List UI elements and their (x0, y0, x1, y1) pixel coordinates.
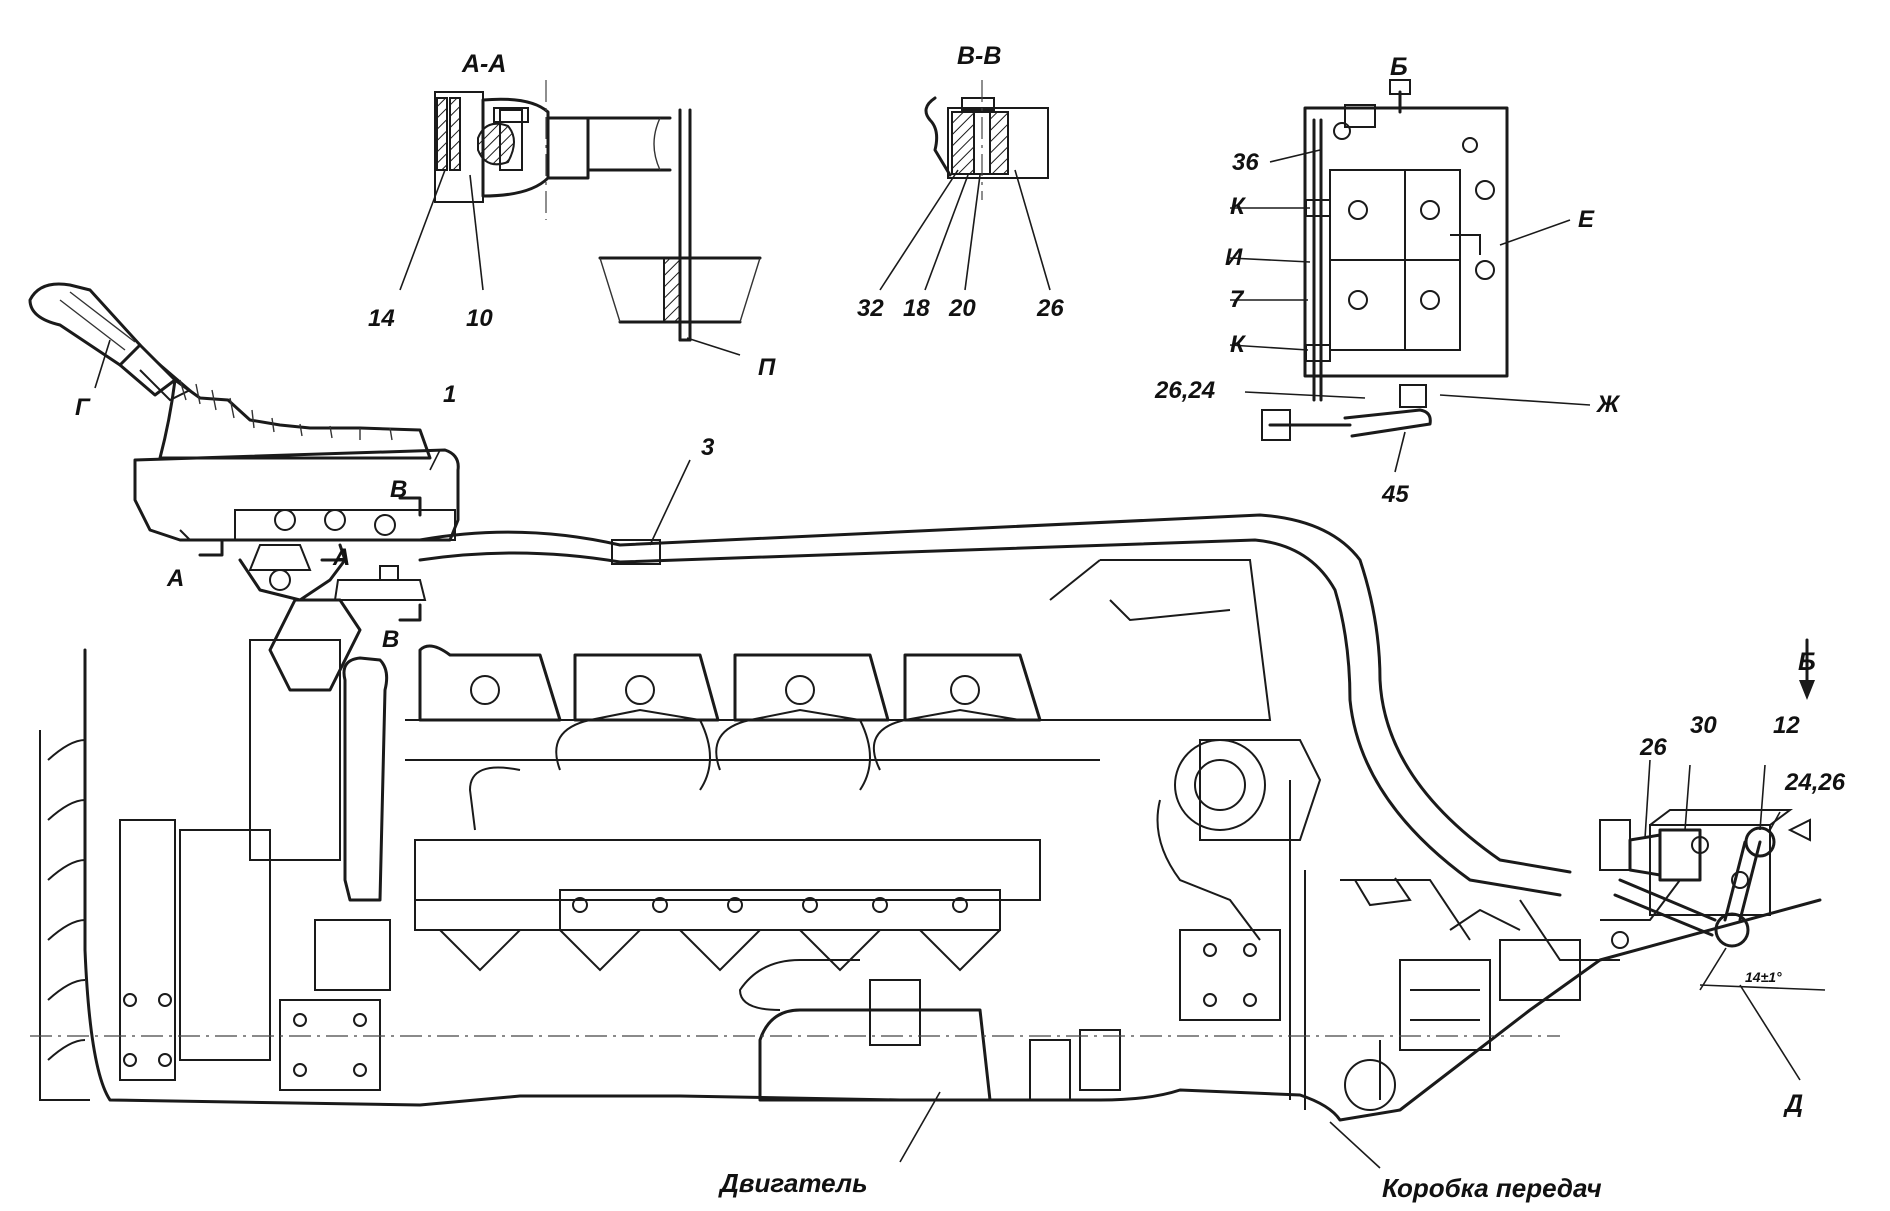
part-i-label: И (1225, 244, 1243, 271)
leader-lines (94, 149, 1826, 1169)
section-b-bottom-mark: В (382, 626, 399, 653)
gearbox-shift-mechanism (1599, 809, 1811, 948)
part-1-label: 1 (443, 381, 456, 408)
section-a-right-mark: А (332, 544, 350, 571)
gearbox-body (1289, 780, 1629, 1111)
part-10-label: 10 (466, 305, 493, 332)
engine-label: Двигатель (718, 1168, 868, 1198)
gearshift-lever-assembly (28, 282, 460, 602)
section-b-top-mark: В (390, 476, 407, 503)
part-24-26-label: 24,26 (1784, 769, 1846, 796)
engine-block (39, 559, 1822, 1122)
part-26-24-label: 26,24 (1154, 377, 1215, 404)
shift-rod-3 (418, 513, 1572, 907)
part-32-label: 32 (857, 295, 884, 322)
angle-label: 14±1° (1745, 969, 1782, 985)
gearbox-label: Коробка передач (1382, 1173, 1602, 1203)
section-vv-title: В-В (957, 42, 1001, 70)
part-26-gearbox-label: 26 (1639, 734, 1667, 761)
part-36-label: 36 (1232, 149, 1259, 176)
part-30-label: 30 (1690, 712, 1717, 739)
section-markers (198, 496, 1815, 700)
part-18-label: 18 (903, 295, 930, 322)
section-aa-title: А-А (461, 50, 506, 78)
point-k-upper-label: К (1230, 193, 1247, 220)
part-7-label: 7 (1230, 286, 1245, 313)
section-vv-detail (924, 80, 1049, 200)
point-d-label: Д (1783, 1090, 1803, 1118)
part-g-label: Г (75, 394, 91, 421)
view-b-title: Б (1390, 53, 1408, 81)
view-b-arrow-label: Б (1798, 648, 1816, 676)
part-45-label: 45 (1381, 481, 1409, 508)
point-k-lower-label: К (1230, 331, 1247, 358)
section-aa-detail (434, 80, 762, 342)
point-e-label: Е (1578, 206, 1595, 233)
point-zh-label: Ж (1595, 391, 1621, 418)
part-14-label: 14 (368, 305, 395, 332)
part-3-label: 3 (701, 434, 715, 461)
section-a-left-mark: А (166, 565, 184, 592)
part-20-label: 20 (948, 295, 976, 322)
part-p-label: П (758, 354, 776, 381)
part-26-section-label: 26 (1036, 295, 1064, 322)
view-b-detail (1261, 79, 1509, 441)
part-12-label: 12 (1773, 712, 1800, 739)
